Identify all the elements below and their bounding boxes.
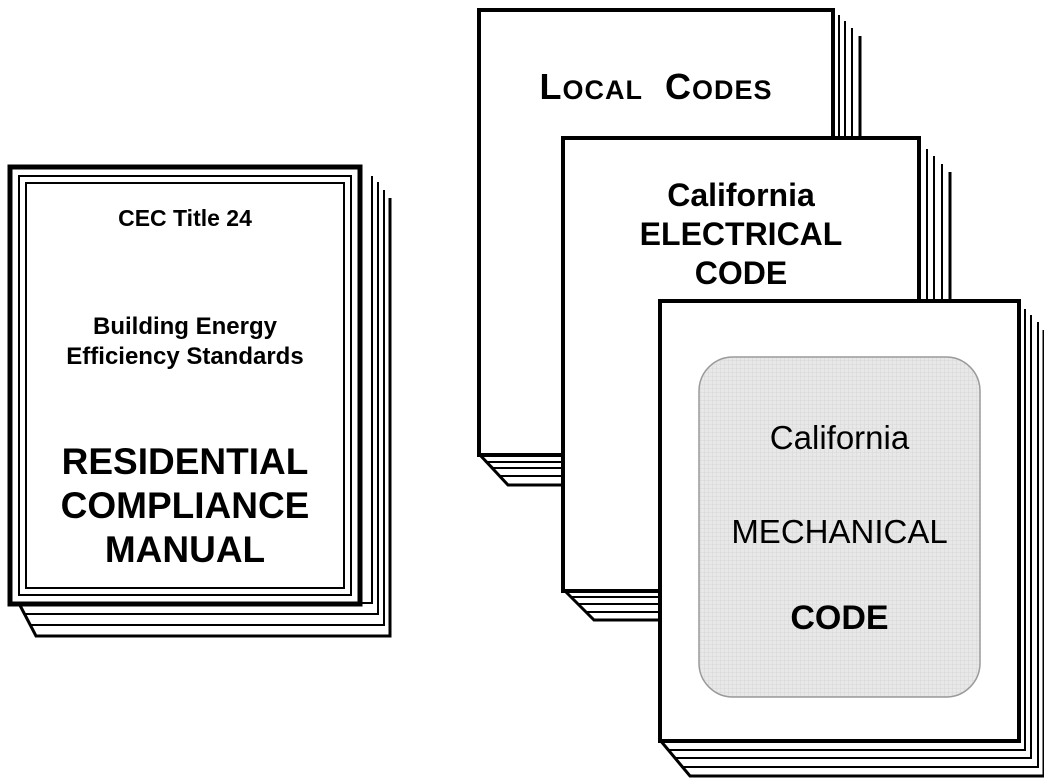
title24-manual-book <box>7 164 392 638</box>
title24-subtitle-line2: Efficiency Standards <box>66 343 304 370</box>
codes-word-initial: C <box>664 66 692 107</box>
local-word-rest: OCAL <box>562 75 643 105</box>
title24-heading: CEC Title 24 <box>118 205 252 231</box>
electrical-cover-text: California ELECTRICAL CODE <box>563 176 919 293</box>
title24-subtitle-line1: Building Energy <box>92 313 277 340</box>
electrical-line1: California <box>667 177 815 213</box>
codes-word-rest: ODES <box>691 75 773 105</box>
mechanical-cover-panel <box>698 356 981 698</box>
title24-main-line3: MANUAL <box>104 529 266 570</box>
title24-main-line2: COMPLIANCE <box>60 485 310 526</box>
local-word-initial: L <box>539 66 563 107</box>
mechanical-cover-text: California MECHANICAL CODE <box>699 357 980 697</box>
title24-cover-text: CEC Title 24 Building Energy Efficiency … <box>26 183 344 588</box>
title24-main-line1: RESIDENTIAL <box>61 441 309 482</box>
mechanical-line2: MECHANICAL <box>731 513 948 550</box>
local-codes-title: LOCAL CODES <box>479 66 833 116</box>
electrical-line3: CODE <box>694 255 788 291</box>
mechanical-code-book <box>658 299 1044 778</box>
mechanical-line1: California <box>769 419 910 456</box>
electrical-line2: ELECTRICAL <box>639 216 843 252</box>
mechanical-line3: CODE <box>790 599 889 637</box>
